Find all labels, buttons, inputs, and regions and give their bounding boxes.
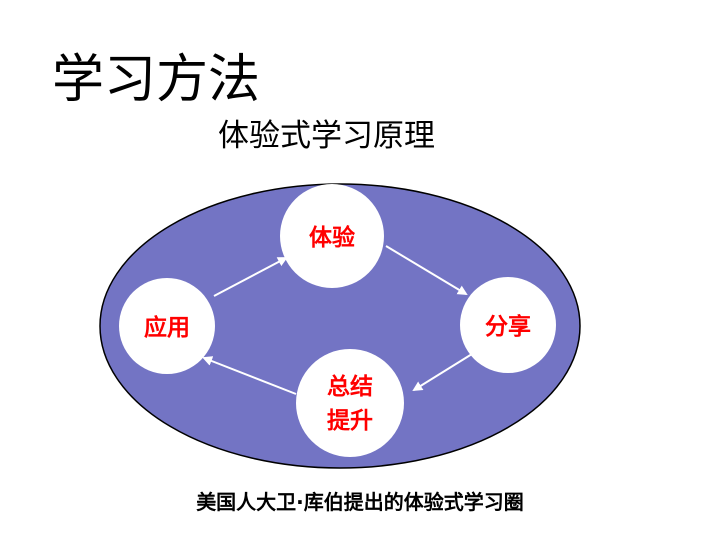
node-share-circle [460,277,556,373]
node-summarize-circle [296,349,404,457]
arrow-summarize-to-apply [202,356,297,395]
arrow-apply-to-experience [213,257,288,297]
slide-subtitle: 体验式学习原理 [218,118,435,154]
node-summarize-label-line-1: 总结 [327,373,373,400]
node-experience-label: 体验 [309,224,355,251]
node-experience: 体验 [280,184,384,288]
slide-title: 学习方法 [52,50,261,110]
node-summarize: 总结 提升 [296,349,404,457]
node-experience-circle [280,184,384,288]
node-apply-circle [119,278,215,374]
node-apply-label: 应用 [144,314,190,341]
arrow-experience-to-share [385,245,468,296]
node-summarize-label-line-2: 提升 [327,407,373,434]
node-apply: 应用 [119,278,215,374]
diagram-caption: 美国人大卫·库伯提出的体验式学习圈 [196,490,524,514]
node-share-label: 分享 [485,313,531,340]
cycle-background-ellipse [99,183,581,469]
arrow-share-to-summarize [412,353,473,392]
node-share: 分享 [460,277,556,373]
